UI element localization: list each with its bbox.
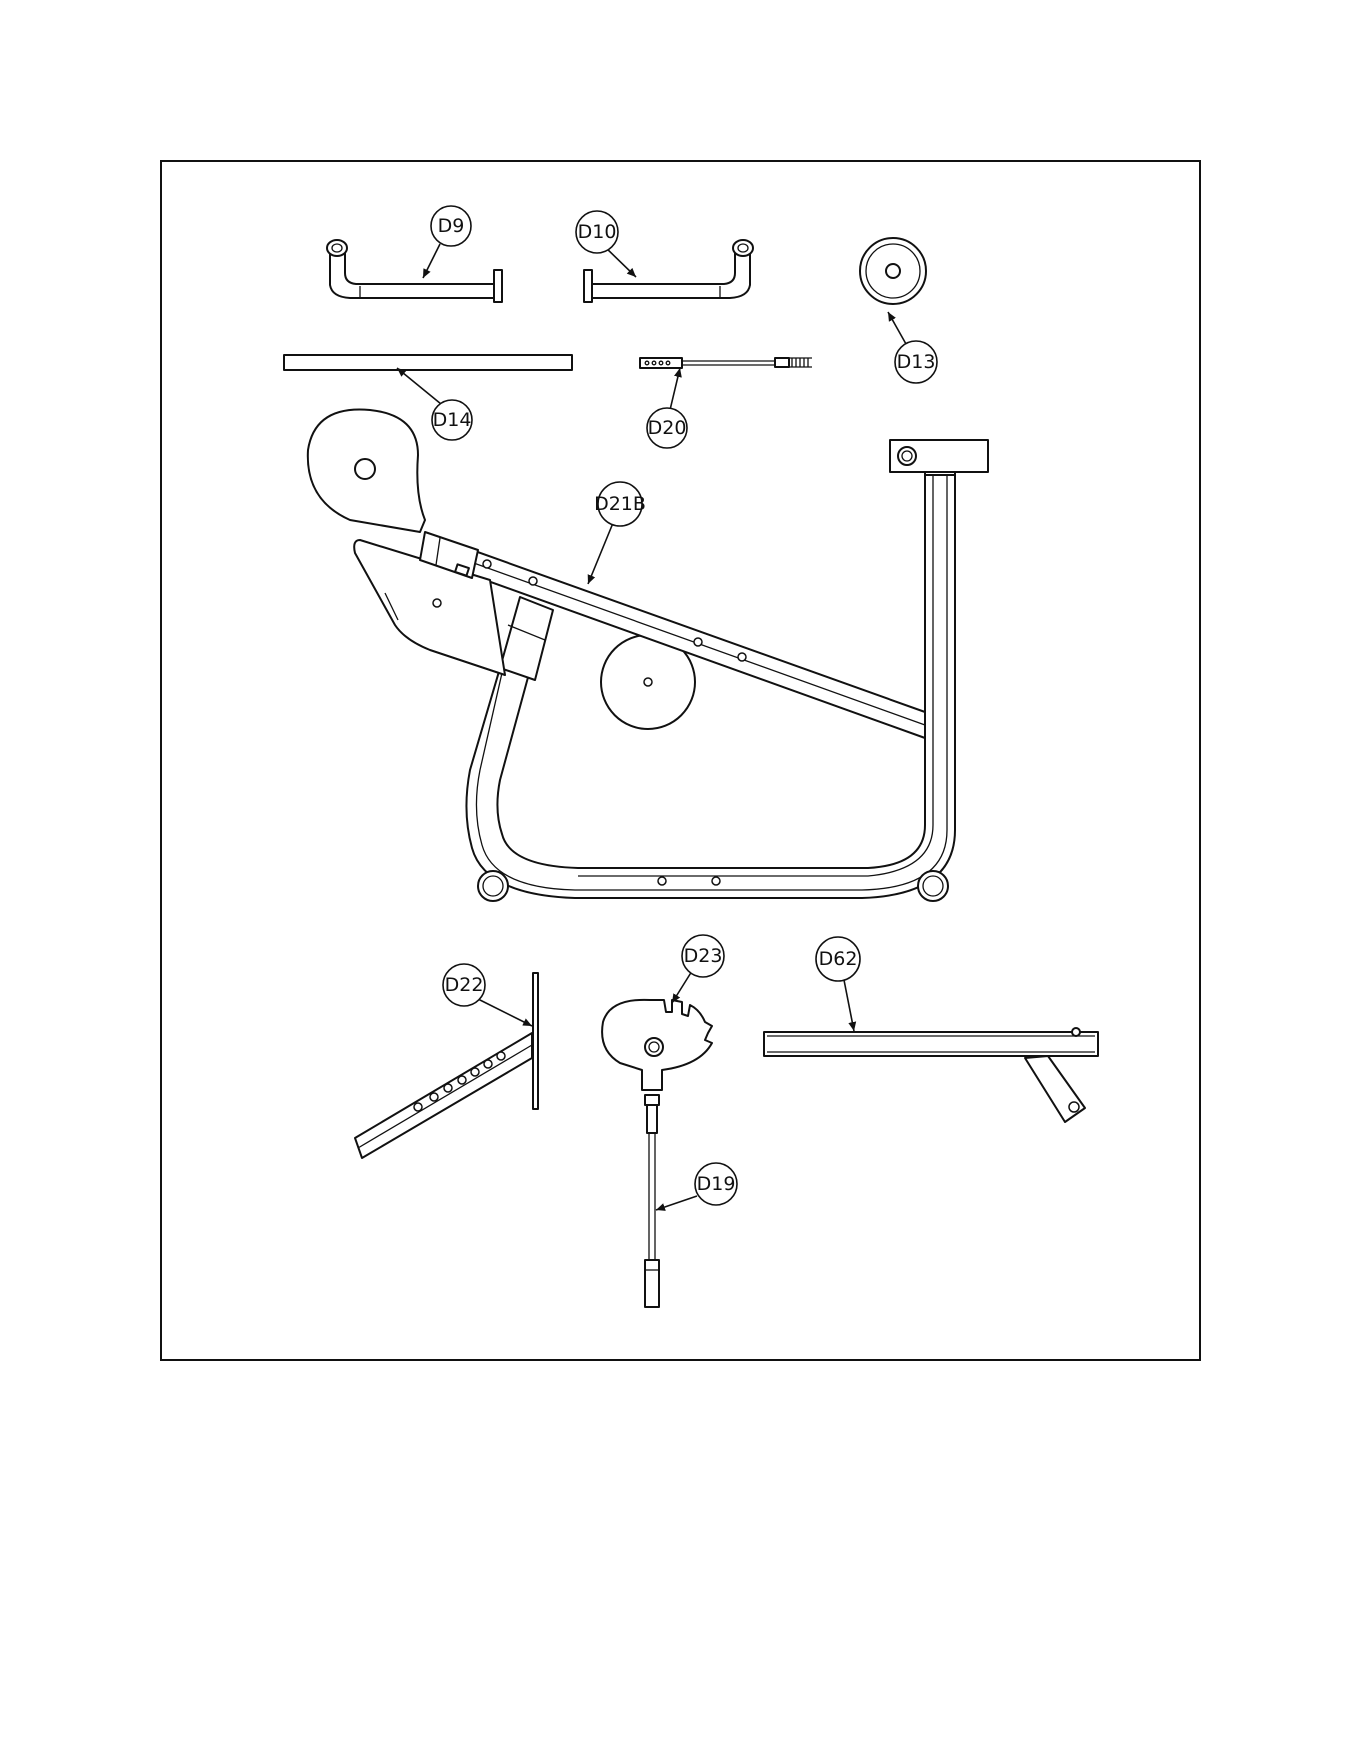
drawing-frame: [161, 161, 1200, 1360]
callout-d19: D19: [656, 1163, 737, 1210]
callout-d21b: D21B: [588, 482, 646, 584]
callout-d13: D13: [888, 312, 937, 383]
callout-d22: D22: [443, 964, 532, 1026]
callout-d10: D10: [576, 211, 636, 277]
callout-d13-label: D13: [897, 351, 936, 373]
callout-d14-label: D14: [433, 409, 472, 431]
part-d22-bracket: [355, 973, 538, 1158]
callout-d62-label: D62: [819, 948, 858, 970]
callout-d20: D20: [647, 368, 687, 448]
callout-d9: D9: [423, 206, 471, 278]
callout-d20-label: D20: [648, 417, 687, 439]
callout-d62: D62: [816, 937, 860, 1031]
part-d62-bar: [764, 1028, 1098, 1122]
part-d9-handle: [327, 240, 502, 302]
part-d14-bar: [284, 355, 572, 370]
part-d19-rod: [645, 1133, 659, 1307]
callout-d23-label: D23: [684, 945, 723, 967]
part-d21b-frame: [308, 410, 988, 902]
callout-d10-label: D10: [578, 221, 617, 243]
callout-d22-label: D22: [445, 974, 484, 996]
part-d23-cam: [602, 1000, 712, 1133]
part-d13-disc: [860, 238, 926, 304]
callout-d21b-label: D21B: [594, 493, 646, 515]
callout-d9-label: D9: [438, 215, 465, 237]
callout-d23: D23: [672, 935, 724, 1003]
part-d20-rod: [640, 358, 812, 368]
callout-d19-label: D19: [697, 1173, 736, 1195]
